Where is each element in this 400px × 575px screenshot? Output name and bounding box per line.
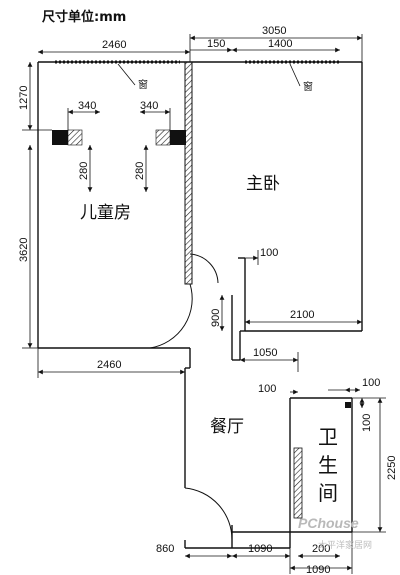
- dim-kids-width-top: 2460: [102, 39, 126, 51]
- watermark: PChouse 太平洋家居网: [298, 515, 372, 551]
- dim-kids-depth: 3620: [18, 238, 30, 262]
- dim-master-window: 1400: [268, 38, 292, 50]
- dim-bath-offset: 100: [258, 383, 276, 395]
- bath-fixture: [293, 447, 303, 519]
- watermark-sub: 太平洋家居网: [318, 539, 372, 551]
- dim-wall-offset: 150: [207, 38, 225, 50]
- dimension-lines: [22, 34, 386, 574]
- dim-bath-corner-h: 100: [362, 377, 380, 389]
- dim-bath-depth: 2250: [386, 456, 398, 480]
- window-label-kids: 窗: [138, 78, 148, 91]
- dim-master-bottom: 2100: [290, 309, 314, 321]
- dim-win-left-depth: 280: [78, 162, 90, 180]
- dim-sill-height: 1270: [18, 86, 30, 110]
- dim-stub-height: 900: [210, 309, 222, 327]
- dim-dining-bottom: 1090: [248, 543, 272, 555]
- master-door-swing: [189, 253, 219, 284]
- dim-kids-bottom: 2460: [97, 359, 121, 371]
- watermark-brand: PChouse: [298, 515, 359, 531]
- dim-win-right-depth: 280: [134, 162, 146, 180]
- dim-bath-stub: 200: [312, 543, 330, 555]
- room-kids: 儿童房: [80, 203, 131, 223]
- dim-corridor-step: 1050: [253, 347, 277, 359]
- column-left: [52, 130, 68, 145]
- column-right: [170, 130, 186, 145]
- walls: [37, 61, 363, 549]
- dimension-labels: 2460 3050 150 1400 1270 340 340 280 280 …: [18, 25, 398, 575]
- room-bath-2: 生: [318, 453, 338, 477]
- partition-wall: [184, 61, 193, 285]
- dim-win-right-width: 340: [140, 100, 158, 112]
- units-title: 尺寸单位:mm: [42, 9, 126, 25]
- dim-bath-corner-v: 100: [361, 414, 373, 432]
- room-bath-3: 间: [318, 481, 338, 505]
- dim-master-total: 3050: [262, 25, 286, 37]
- dim-win-left-width: 340: [78, 100, 96, 112]
- room-bath-1: 卫: [318, 425, 338, 449]
- dim-entry-width: 860: [156, 543, 174, 555]
- room-dining: 餐厅: [210, 417, 244, 437]
- dim-door-gap: 100: [260, 247, 278, 259]
- entry-door-swing: [184, 487, 233, 541]
- dim-bath-width: 1090: [306, 564, 330, 575]
- room-master: 主卧: [246, 174, 280, 194]
- kids-door-swing: [149, 283, 193, 349]
- window-label-master: 窗: [303, 80, 313, 93]
